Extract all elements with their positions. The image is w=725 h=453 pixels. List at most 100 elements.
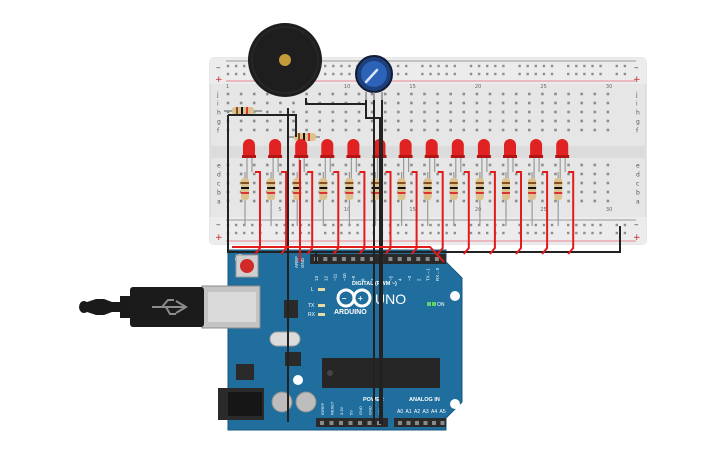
led-resistor-1[interactable] xyxy=(241,172,249,226)
led-dome xyxy=(477,139,490,157)
digital-pin-hole[interactable] xyxy=(425,257,430,261)
analog-pin-hole[interactable] xyxy=(415,421,419,425)
digital-pin-hole[interactable] xyxy=(351,257,356,261)
column-number-30-top: 30 xyxy=(606,84,612,90)
digital-pin-hole[interactable] xyxy=(332,257,337,261)
breadboard-hole xyxy=(344,172,348,176)
breadboard-hole xyxy=(528,119,531,123)
row-letter-f-right: f xyxy=(636,128,639,135)
led-resistor-11[interactable] xyxy=(502,172,510,226)
breadboard-hole xyxy=(410,128,413,132)
breadboard-hole xyxy=(488,110,492,114)
analog-pin-hole[interactable] xyxy=(423,421,428,425)
breadboard-hole xyxy=(593,181,597,185)
analog-pin-label-A4: A4 xyxy=(431,409,437,415)
breadboard-hole xyxy=(606,190,610,194)
rail-hole xyxy=(324,231,327,235)
buzzer-resistor[interactable] xyxy=(224,107,262,115)
reset-button[interactable] xyxy=(240,259,254,273)
led-resistor-7[interactable] xyxy=(397,172,406,226)
digital-pin-hole[interactable] xyxy=(341,257,346,261)
digital-pin-hole[interactable] xyxy=(388,257,393,261)
led-dome xyxy=(347,139,360,157)
breadboard-hole xyxy=(318,119,321,123)
digital-pin-hole[interactable] xyxy=(434,257,439,261)
breadboard-hole xyxy=(239,119,243,123)
breadboard-hole xyxy=(462,101,466,105)
piezo-buzzer[interactable] xyxy=(248,23,322,97)
analog-pin-hole[interactable] xyxy=(398,421,402,425)
digital-pin-hole[interactable] xyxy=(323,257,328,261)
led-resistor-10[interactable] xyxy=(475,172,484,226)
digital-pin-hole[interactable] xyxy=(369,257,374,261)
led-resistor-5[interactable] xyxy=(345,172,354,226)
breadboard-hole xyxy=(449,101,452,105)
rail-hole xyxy=(542,223,546,227)
led-resistor-13[interactable] xyxy=(554,172,563,226)
rail-hole xyxy=(234,231,238,235)
breadboard-hole xyxy=(462,110,466,114)
rail-hole xyxy=(437,64,440,68)
column-number-10-bottom: 10 xyxy=(344,207,350,213)
analog-pin-hole[interactable] xyxy=(432,421,436,425)
resistor-band xyxy=(303,133,305,141)
rail-hole xyxy=(486,231,489,235)
digital-pin-hole[interactable] xyxy=(407,257,411,261)
rail-hole xyxy=(583,72,586,76)
led-resistor-2[interactable] xyxy=(267,172,276,226)
power-pin-hole[interactable] xyxy=(339,421,343,425)
power-pin-hole[interactable] xyxy=(367,421,372,425)
ground-wire xyxy=(227,115,621,253)
led-resistor-8[interactable] xyxy=(423,172,432,226)
rail-hole xyxy=(291,231,294,235)
rail-hole xyxy=(332,64,335,68)
usb-port-inner xyxy=(208,292,256,322)
breadboard-hole xyxy=(593,190,597,194)
power-pin-hole[interactable] xyxy=(329,421,334,425)
rail-hole xyxy=(469,64,473,68)
power-pin-hole[interactable] xyxy=(348,421,353,425)
rail-hole xyxy=(623,72,627,76)
rail-hole xyxy=(429,223,432,227)
rail-hole xyxy=(502,223,505,227)
breadboard-hole xyxy=(357,181,361,185)
led-11[interactable] xyxy=(503,139,517,190)
rail-hole xyxy=(591,64,594,68)
breadboard-hole xyxy=(423,172,426,176)
rail-hole xyxy=(332,223,335,227)
digital-pin-hole[interactable] xyxy=(416,257,421,261)
digital-pin-hole[interactable] xyxy=(360,257,365,261)
breadboard-hole xyxy=(567,199,570,203)
led-signal-wire-7 xyxy=(410,171,418,255)
led-resistor-4[interactable] xyxy=(319,172,328,226)
row-letter-h-right: h xyxy=(636,110,640,117)
breadboard-hole xyxy=(423,199,426,203)
led-13[interactable] xyxy=(555,139,570,190)
breadboard-hole xyxy=(449,92,452,96)
breadboard-hole xyxy=(514,199,518,203)
pot-resistor[interactable] xyxy=(288,133,320,141)
potentiometer[interactable] xyxy=(355,55,393,100)
analog-pin-hole[interactable] xyxy=(406,421,411,425)
breadboard-hole xyxy=(226,92,230,96)
resistor-band xyxy=(319,192,328,194)
resistor-band xyxy=(241,192,249,194)
power-pin-hole[interactable] xyxy=(358,421,362,425)
rail-hole xyxy=(396,64,400,68)
rail-hole xyxy=(396,231,400,235)
digital-pin-hole[interactable] xyxy=(397,257,402,261)
led-resistor-9[interactable] xyxy=(449,172,458,226)
analog-pin-hole[interactable] xyxy=(440,421,445,425)
resistor-band xyxy=(319,187,328,189)
rail-hole xyxy=(453,231,456,235)
led-resistor-12[interactable] xyxy=(528,172,537,226)
breadboard-hole xyxy=(410,190,413,194)
led-base xyxy=(242,155,256,158)
breadboard-hole xyxy=(449,128,452,132)
breadboard-hole xyxy=(331,128,335,132)
rail-hole xyxy=(421,223,424,227)
power-pin-hole[interactable] xyxy=(320,421,324,425)
rail-minus-label-bottom-right: – xyxy=(634,220,639,230)
